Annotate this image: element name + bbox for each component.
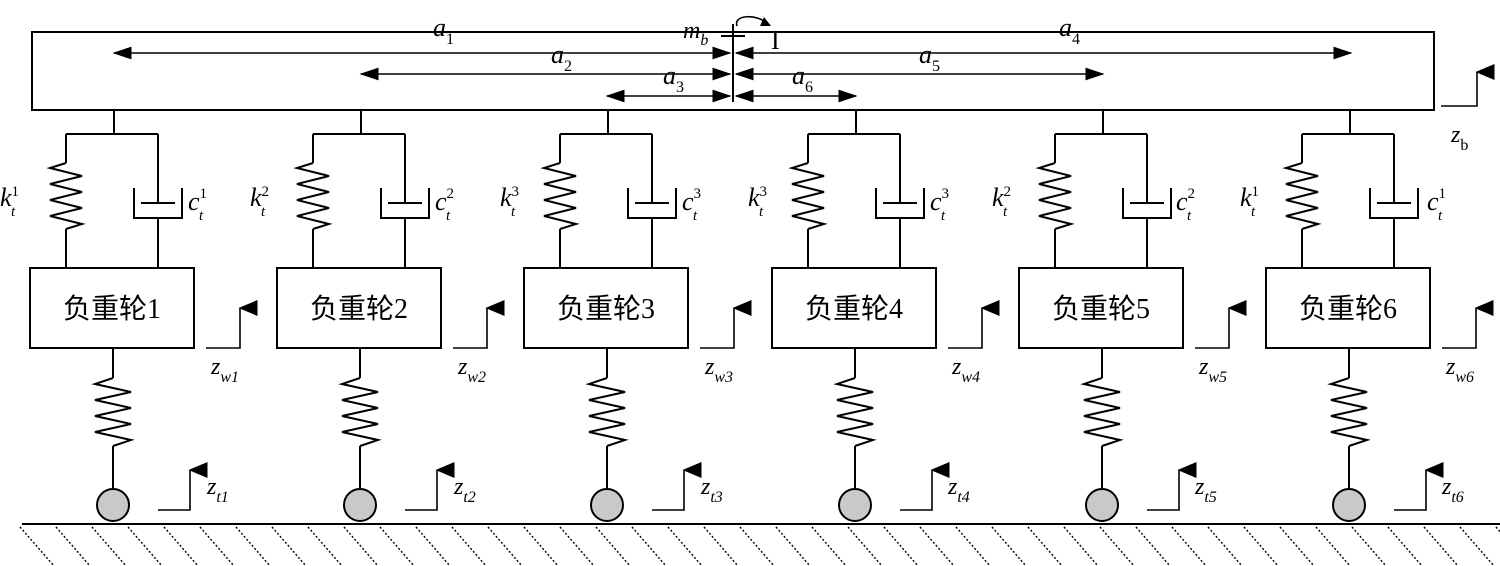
wheel-disp-label-3: zw3 (704, 354, 733, 386)
track-disp-label-3: zt3 (700, 474, 723, 506)
distance-label-a2: a2 (551, 40, 572, 75)
distance-arrows (112, 46, 1353, 103)
road-wheel (96, 488, 130, 522)
distance-label-a6: a6 (792, 61, 813, 96)
inertia-label: I (771, 26, 780, 55)
distance-label-a4: a4 (1059, 13, 1080, 48)
distance-label-a5: a5 (919, 40, 940, 75)
unit-4 (771, 110, 1000, 522)
track-disp-label-1: zt1 (206, 474, 229, 506)
wheel-disp-label-1: zw1 (210, 354, 239, 386)
wheel-label-1: 负重轮1 (63, 293, 161, 325)
wheel-disp-label-4: zw4 (951, 354, 980, 386)
wheel-label-5: 负重轮5 (1052, 293, 1150, 325)
track-disp-label-5: zt5 (1194, 474, 1217, 506)
unit-3 (523, 110, 752, 522)
unit-5 (1018, 110, 1247, 522)
unit-1 (29, 110, 258, 522)
wheel-disp-label-2: zw2 (457, 354, 486, 386)
body-displacement-arrow (1441, 64, 1495, 107)
unit-2 (276, 110, 505, 522)
spring-upper (46, 162, 86, 230)
wheel-disp-label-6: zw6 (1445, 354, 1474, 386)
spring-lower (91, 377, 135, 447)
body-center (721, 15, 771, 102)
body-displacement-label: zb (1450, 122, 1468, 154)
distance-label-a1: a1 (433, 13, 454, 48)
wheel-label-4: 负重轮4 (805, 293, 903, 325)
body-mass-label: mb (683, 18, 708, 49)
track-disp-label-6: zt6 (1441, 474, 1464, 506)
unit-6 (1265, 110, 1494, 522)
track-disp-label-2: zt2 (453, 474, 476, 506)
wheel-disp-label-5: zw5 (1198, 354, 1227, 386)
wheel-label-2: 负重轮2 (310, 293, 408, 325)
ground-hatching (19, 526, 1500, 566)
distance-label-a3: a3 (663, 61, 684, 96)
track-disp-label-4: zt4 (947, 474, 970, 506)
wheel-label-3: 负重轮3 (557, 293, 655, 325)
wheel-label-6: 负重轮6 (1299, 293, 1397, 325)
